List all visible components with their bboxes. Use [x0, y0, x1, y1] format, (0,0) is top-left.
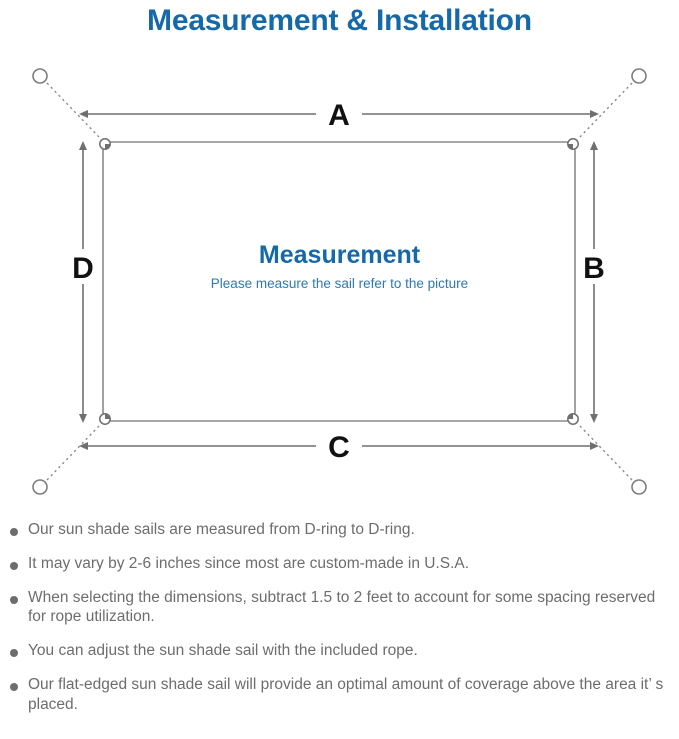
sail-body — [102, 141, 576, 422]
rope-line-bottom-left — [46, 425, 100, 481]
list-item: You can adjust the sun shade sail with t… — [0, 641, 679, 661]
list-item: Our sun shade sails are measured from D-… — [0, 520, 679, 540]
list-item: Our flat-edged sun shade sail will provi… — [0, 675, 679, 715]
sail-center-subtitle: Please measure the sail refer to the pic… — [210, 275, 469, 291]
dimension-label-a: A — [328, 99, 350, 132]
anchor-points — [32, 68, 647, 495]
anchor-point-top-right — [631, 68, 647, 84]
d-ring-shade-bottom-right — [567, 413, 573, 419]
d-ring-shadows — [105, 144, 573, 419]
note-text: You can adjust the sun shade sail with t… — [28, 642, 418, 660]
list-item: When selecting the dimensions, subtract … — [0, 588, 679, 628]
dimension-label-d: D — [72, 252, 94, 285]
rope-line-bottom-right — [579, 425, 633, 481]
dimension-label-c: C — [328, 431, 350, 464]
d-ring-shade-top-left — [105, 144, 111, 150]
note-text: Our sun shade sails are measured from D-… — [28, 521, 415, 538]
anchor-point-bottom-left — [32, 479, 48, 495]
sail-center-label: Measurement Please measure the sail refe… — [0, 241, 679, 292]
d-ring-shade-bottom-left — [105, 413, 111, 419]
anchor-point-top-left — [32, 68, 48, 84]
rope-line-top-left — [46, 82, 100, 138]
bullet-icon — [10, 649, 18, 658]
measurement-diagram: A C D B Measurement Please measure the — [0, 52, 679, 512]
rope-line-top-right — [579, 82, 633, 138]
sail-center-title: Measurement — [258, 241, 421, 269]
notes-list: Our sun shade sails are measured from D-… — [0, 520, 679, 729]
bullet-icon — [10, 561, 18, 570]
note-text: Our flat-edged sun shade sail will provi… — [28, 676, 664, 713]
note-text: When selecting the dimensions, subtract … — [28, 588, 656, 626]
bullet-icon — [10, 528, 18, 536]
d-ring-shade-top-right — [567, 144, 573, 150]
dimension-label-b: B — [583, 252, 605, 285]
list-item: It may vary by 2-6 inches since most are… — [0, 554, 679, 574]
note-text: It may vary by 2-6 inches since most are… — [28, 554, 470, 572]
page-title: Measurement & Installation — [147, 4, 532, 37]
bullet-icon — [10, 595, 18, 604]
rope-lines — [46, 82, 633, 481]
anchor-point-bottom-right — [631, 479, 647, 495]
bullet-icon — [10, 683, 18, 692]
